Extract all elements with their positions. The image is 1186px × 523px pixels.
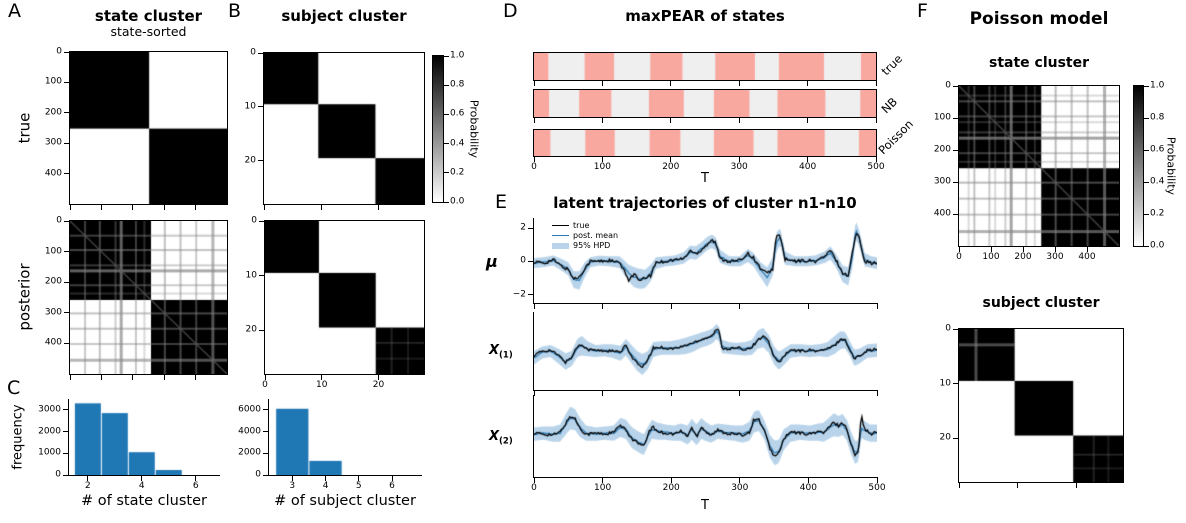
histogram-subject-cluster-canvas xyxy=(269,399,422,475)
panel-b-title: subject cluster xyxy=(281,7,407,25)
colorbar-b-label: Probability xyxy=(467,99,481,159)
trajectory-x1 xyxy=(533,312,878,396)
panel-label-e: E xyxy=(495,191,508,213)
panel-label-a: A xyxy=(8,0,21,22)
strip-label-poisson: Poisson xyxy=(875,116,916,158)
legend-label-post-mean: post. mean xyxy=(573,230,619,240)
true-line-swatch xyxy=(552,224,569,227)
ylabel-true: true xyxy=(15,112,34,144)
panel-a-subtitle: state-sorted xyxy=(110,24,187,39)
maxpear-strip-nb-canvas xyxy=(534,90,876,117)
xlabel-d-t: T xyxy=(701,171,709,186)
xlabel-e-t: T xyxy=(701,498,709,513)
ylabel-x2: X(2) xyxy=(489,429,513,447)
heatmap-state-true-canvas xyxy=(70,52,227,204)
trajectory-x2-canvas xyxy=(534,395,877,477)
panel-label-d: D xyxy=(503,0,518,22)
histogram-state-cluster-canvas xyxy=(69,399,220,475)
legend-row-true: true xyxy=(552,221,618,230)
ylabel-mu: μ xyxy=(486,252,498,271)
post-mean-line-swatch xyxy=(552,234,569,237)
legend-row-hpd: 95% HPD xyxy=(552,241,618,250)
heatmap-subject-true-canvas xyxy=(264,53,424,204)
trajectory-mu-canvas xyxy=(534,218,877,303)
maxpear-strip-true-canvas xyxy=(534,53,876,80)
panel-e-title: latent trajectories of cluster n1-n10 xyxy=(553,194,857,212)
strip-label-true: true xyxy=(878,51,906,79)
maxpear-strip-nb xyxy=(533,89,877,123)
ylabel-x1: X(1) xyxy=(489,343,513,361)
panel-f-title: Poisson model xyxy=(969,9,1109,29)
hpd-band-swatch xyxy=(552,242,569,249)
legend-label-hpd: 95% HPD xyxy=(573,240,611,250)
panel-label-b: B xyxy=(228,0,242,22)
colorbar-f-label: Probability xyxy=(1164,136,1178,196)
strip-label-nb: NB xyxy=(878,94,901,117)
legend-row-post-mean: post. mean xyxy=(552,231,618,240)
heatmap-subject-posterior-canvas xyxy=(265,221,424,374)
ylabel-posterior: posterior xyxy=(15,263,34,331)
xlabel-subject-cluster: # of subject cluster xyxy=(274,493,416,509)
panel-f-state-title: state cluster xyxy=(988,55,1090,71)
maxpear-strip-poisson-canvas xyxy=(534,130,876,156)
panel-label-c: C xyxy=(7,377,21,399)
trajectory-x1-canvas xyxy=(534,312,877,390)
maxpear-strip-true xyxy=(533,52,877,86)
ylabel-frequency: frequency xyxy=(10,404,26,470)
panel-label-f: F xyxy=(917,0,928,22)
heatmap-state-posterior-canvas xyxy=(70,221,227,374)
trajectory-legend: true post. mean 95% HPD xyxy=(552,221,618,250)
xlabel-state-cluster: # of state cluster xyxy=(81,493,207,509)
panel-a-title: state cluster xyxy=(94,7,203,25)
heatmap-f-subject-canvas xyxy=(959,329,1123,482)
panel-d-title: maxPEAR of states xyxy=(625,7,785,25)
heatmap-f-state-canvas xyxy=(959,86,1119,246)
panel-f-subject-title: subject cluster xyxy=(982,295,1100,311)
legend-label-true: true xyxy=(573,220,590,230)
